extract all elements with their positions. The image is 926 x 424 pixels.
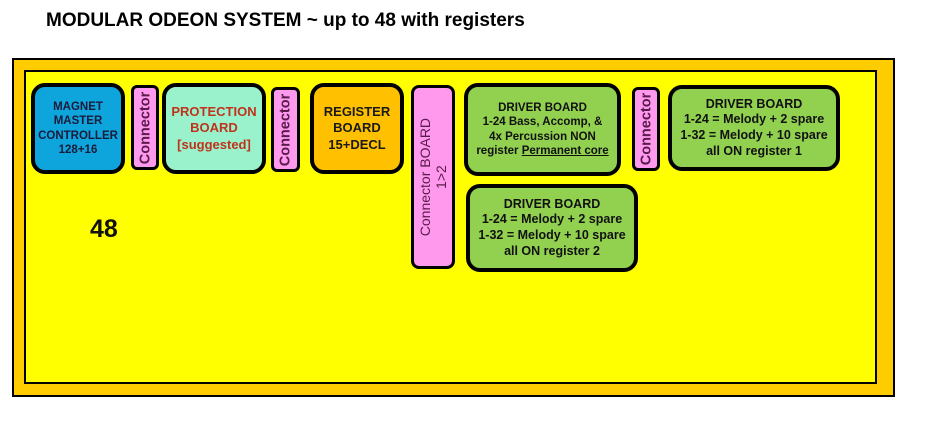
driver-core-line-4-prefix: register <box>476 144 522 157</box>
register-line-2: BOARD <box>333 120 381 136</box>
driver-board-register-2-box: DRIVER BOARD 1-24 = Melody + 2 spare 1-3… <box>466 184 638 272</box>
protection-line-2: BOARD <box>190 120 238 136</box>
driver-reg1-line-1: DRIVER BOARD <box>705 96 803 111</box>
connector-board-line-2: 1>2 <box>433 165 449 189</box>
connector-2: Connector <box>271 87 300 172</box>
magnet-line-3: CONTROLLER <box>38 129 118 142</box>
protection-line-1: PROTECTION <box>171 104 257 120</box>
magnet-line-4: 128+16 <box>58 143 98 156</box>
capacity-count-label: 48 <box>90 215 118 243</box>
connector-board-label: Connector BOARD 1>2 <box>417 118 449 236</box>
driver-board-register-1-box: DRIVER BOARD 1-24 = Melody + 2 spare 1-3… <box>668 85 840 171</box>
register-board-box: REGISTER BOARD 15+DECL <box>310 83 404 174</box>
connector-board-line-1: Connector BOARD <box>416 117 433 237</box>
magnet-line-2: MASTER <box>53 115 103 128</box>
magnet-master-controller-box: MAGNET MASTER CONTROLLER 128+16 <box>31 83 125 174</box>
driver-reg1-line-2: 1-24 = Melody + 2 spare <box>683 112 825 127</box>
driver-reg2-line-3: 1-32 = Melody + 10 spare <box>478 228 626 242</box>
protection-line-3: [suggested] <box>177 136 251 152</box>
driver-reg2-line-1: DRIVER BOARD <box>503 196 601 211</box>
connector-board-1-to-2: Connector BOARD 1>2 <box>411 85 455 269</box>
magnet-line-1: MAGNET <box>53 100 103 113</box>
connector-4-label: Connector <box>638 92 654 166</box>
driver-core-line-3: 4x Percussion NON <box>489 130 596 143</box>
protection-board-box: PROTECTION BOARD [suggested] <box>162 83 266 174</box>
register-line-1: REGISTER <box>323 104 391 120</box>
diagram-title: MODULAR ODEON SYSTEM ~ up to 48 with reg… <box>46 10 525 31</box>
driver-reg2-line-4: all ON register 2 <box>504 243 600 258</box>
driver-core-line-2: 1-24 Bass, Accomp, & <box>482 116 603 129</box>
connector-2-label: Connector <box>277 93 294 166</box>
driver-reg1-line-3: 1-32 = Melody + 10 spare <box>680 128 828 142</box>
driver-reg1-line-4: all ON register 1 <box>706 143 802 158</box>
driver-core-line-4: register Permanent core <box>476 144 608 158</box>
connector-1: Connector <box>131 85 159 170</box>
permanent-core-text: Permanent core <box>521 144 609 157</box>
driver-core-line-1: DRIVER BOARD <box>498 101 587 114</box>
register-line-3: 15+DECL <box>328 136 386 152</box>
connector-4: Connector <box>632 87 660 171</box>
connector-1-label: Connector <box>137 91 153 164</box>
driver-reg2-line-2: 1-24 = Melody + 2 spare <box>481 212 623 227</box>
driver-board-core-box: DRIVER BOARD 1-24 Bass, Accomp, & 4x Per… <box>464 83 621 176</box>
